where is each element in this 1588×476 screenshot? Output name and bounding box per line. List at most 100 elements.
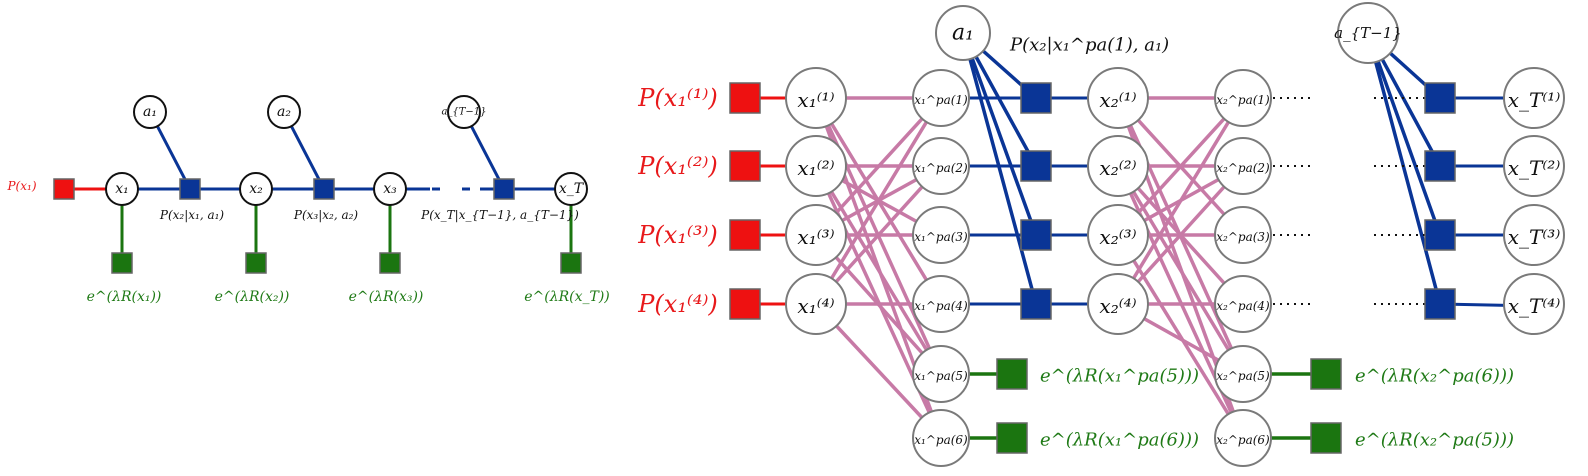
nodes-layer [53,2,1565,467]
action-edge [961,32,1038,236]
parent-node [912,137,970,195]
action-label: a_{T−1} [1334,24,1402,42]
reward-label: e^(λR(x₁^pa(5))) [1040,366,1199,387]
particle-prior-label: P(x₁⁽³⁾) [637,221,717,249]
action-node [447,95,481,129]
particle-node [1503,67,1565,129]
reward-label: e^(λR(x₁^pa(6))) [1040,430,1199,451]
action-edge [1366,32,1442,305]
particle-node [1087,67,1149,129]
parent-node [912,345,970,403]
transition-factor [1424,219,1456,251]
resample-edge [814,97,943,305]
particle-label: x₂⁽¹⁾ [1099,88,1136,112]
reward-factor [1310,422,1342,454]
particle-label: x₁⁽³⁾ [797,225,834,249]
resample-edge [1116,97,1245,305]
particle-prior-factor [729,82,761,114]
parent-label: x₂^pa(4) [1216,299,1270,313]
state-label: x₁ [115,181,129,197]
reward-label: e^(λR(x₁)) [87,289,162,305]
reward-factor [111,252,133,274]
particle-prior-label: P(x₁⁽¹⁾) [637,84,717,112]
state-node [554,172,588,206]
particle-label: x₂⁽³⁾ [1099,225,1136,249]
parent-label: x₂^pa(5) [1216,369,1270,383]
particle-node [1503,204,1565,266]
parent-label: x₁^pa(5) [914,369,968,383]
action-label: a₁ [143,104,157,120]
parent-node [1214,137,1272,195]
particle-label: x₁⁽¹⁾ [797,88,834,112]
transition-factor [1424,288,1456,320]
particle-node [785,273,847,335]
parent-node [1214,69,1272,127]
particle-node [785,204,847,266]
parent-label: x₂^pa(3) [1216,230,1270,244]
action-node [267,95,301,129]
transition-factor [179,178,201,200]
state-node [239,172,273,206]
parent-label: x₁^pa(1) [914,93,968,107]
parent-label: x₂^pa(1) [1216,93,1270,107]
resample-edge [814,164,943,306]
transition-factor [1020,150,1052,182]
prior-label: P(x₁) [6,179,36,193]
particle-label: x₁⁽²⁾ [797,156,834,180]
particle-prior-factor [729,288,761,320]
parent-label: x₁^pa(6) [914,433,968,447]
reward-label: e^(λR(x₂)) [215,289,290,305]
action-node [1337,2,1399,64]
reward-factor [379,252,401,274]
action-node [935,5,991,61]
particle-label: x_T⁽¹⁾ [1508,88,1561,112]
resample-edge [1116,164,1245,306]
particle-node [1503,135,1565,197]
resample-edge [1116,165,1245,375]
transition-factor [313,178,335,200]
particle-node [1503,273,1565,335]
reward-label: e^(λR(x₂^pa(5))) [1355,430,1514,451]
reward-label: e^(λR(x₂^pa(6))) [1355,366,1514,387]
parent-label: x₁^pa(4) [914,299,968,313]
particle-label: x_T⁽⁴⁾ [1508,294,1561,318]
action-label: a_{T−1} [441,107,486,118]
transition-factor [1424,82,1456,114]
transition-label: P(x₂|x₁, a₁) [159,208,225,222]
action-edge [1366,32,1442,236]
action-node [133,95,167,129]
parent-label: x₂^pa(6) [1216,433,1270,447]
resample-edge [814,165,943,375]
reward-factor [996,422,1028,454]
parent-label: x₁^pa(3) [914,230,968,244]
parent-node [912,275,970,333]
reward-factor [245,252,267,274]
particle-prior-label: P(x₁⁽²⁾) [637,152,717,180]
parent-node [912,409,970,467]
particle-prior-factor [729,150,761,182]
transition-label: P(x_T|x_{T−1}, a_{T−1}) [420,208,579,222]
parent-node [1214,409,1272,467]
transition-label: P(x₃|x₂, a₂) [293,208,359,222]
particle-label: x_T⁽²⁾ [1508,156,1561,180]
parent-node [912,69,970,127]
transition-factor [1424,150,1456,182]
parent-node [912,206,970,264]
parent-node [1214,206,1272,264]
particle-label: x₁⁽⁴⁾ [797,294,834,318]
action-label: a₁ [952,21,974,46]
state-label: x₃ [383,181,397,197]
reward-factor [996,358,1028,390]
particle-node [1087,273,1149,335]
transition-factor [1020,219,1052,251]
particle-node [1087,135,1149,197]
prior-factor [53,178,75,200]
action-label: a₂ [277,104,291,120]
transition-label: P(x₂|x₁^pa(1), a₁) [1009,35,1169,56]
particle-node [1087,204,1149,266]
particle-label: x₂⁽⁴⁾ [1099,294,1136,318]
transition-factor [1020,288,1052,320]
reward-label: e^(λR(x₃)) [349,289,424,305]
